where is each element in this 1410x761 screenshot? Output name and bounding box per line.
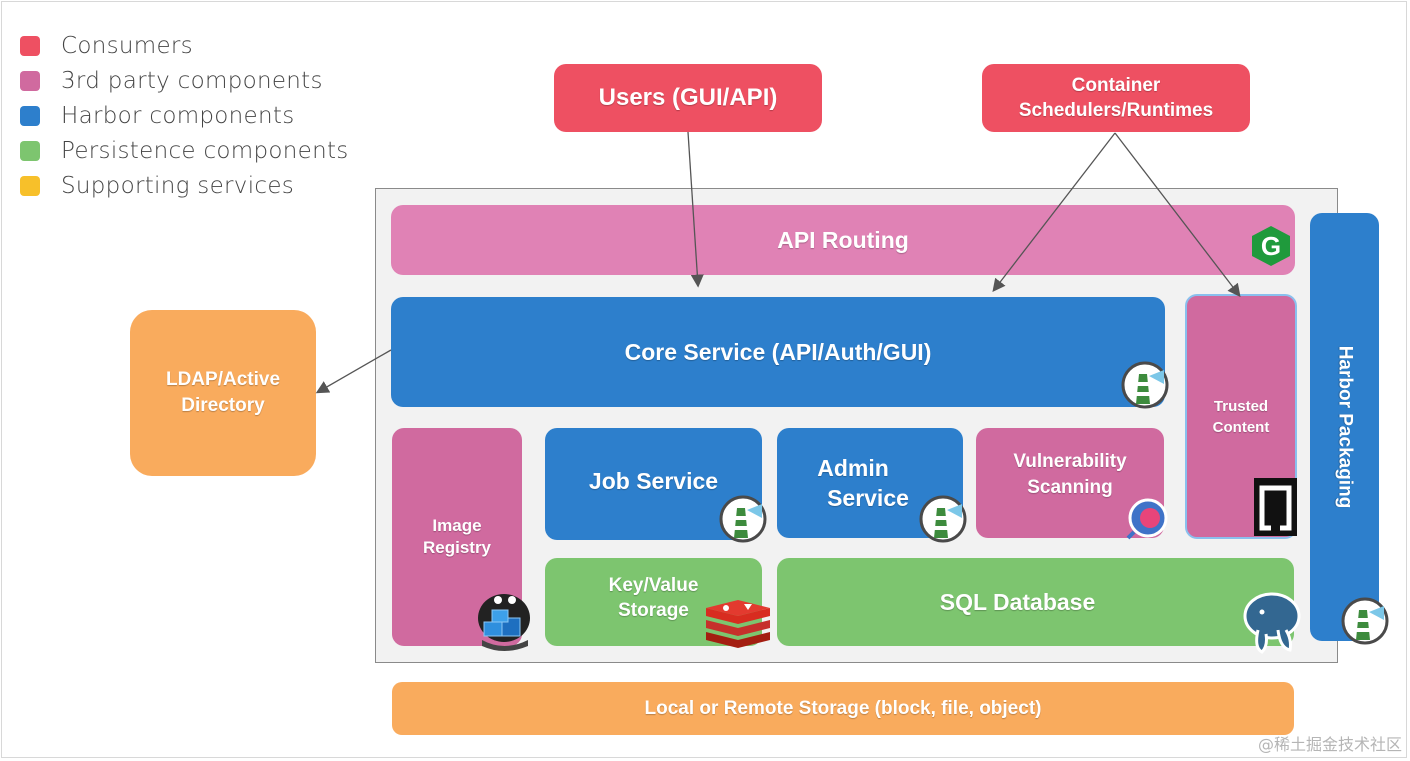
- core-service-label: Core Service (API/Auth/GUI): [624, 338, 932, 365]
- postgresql-icon: [1240, 590, 1304, 656]
- legend-swatch: [20, 175, 40, 196]
- notary-icon: [1254, 478, 1297, 536]
- legend-swatch: [20, 105, 40, 126]
- legend-label: Persistence components: [61, 137, 349, 164]
- legend-item-persistence: Persistence components: [20, 133, 349, 168]
- harbor-packaging-box: Harbor Packaging: [1310, 213, 1379, 641]
- key-value-label-line1: Key/Value: [608, 575, 699, 596]
- image-registry-label-line1: Image: [432, 516, 482, 535]
- harbor-lighthouse-icon: [1340, 596, 1390, 646]
- svg-text:G: G: [1261, 231, 1281, 261]
- arrow-container-to-trusted: [1114, 132, 1241, 298]
- job-service-label: Job Service: [588, 467, 719, 494]
- harbor-lighthouse-icon: [918, 494, 968, 544]
- core-service-box: Core Service (API/Auth/GUI): [391, 297, 1165, 407]
- legend-label: Supporting services: [61, 172, 295, 199]
- local-storage-label: Local or Remote Storage (block, file, ob…: [644, 697, 1042, 719]
- key-value-label-line2: Storage: [618, 600, 689, 621]
- trusted-label-line1: Trusted: [1213, 397, 1269, 415]
- legend: Consumers 3rd party components Harbor co…: [20, 28, 349, 203]
- trusted-content-box: Trusted Content: [1185, 294, 1297, 539]
- docker-registry-icon: [470, 588, 536, 654]
- legend-item-harbor: Harbor components: [20, 98, 349, 133]
- harbor-lighthouse-icon: [718, 494, 768, 544]
- nginx-icon: G: [1248, 224, 1294, 268]
- ldap-box: LDAP/Active Directory: [130, 310, 316, 476]
- container-label-line2: Schedulers/Runtimes: [1018, 100, 1214, 121]
- legend-label: Harbor components: [61, 102, 295, 129]
- arrow-users-to-core: [687, 131, 704, 288]
- api-routing-box: API Routing: [391, 205, 1295, 275]
- legend-swatch: [20, 70, 40, 91]
- clair-icon: [1126, 496, 1170, 540]
- legend-item-3rd-party: 3rd party components: [20, 63, 349, 98]
- arrow-core-to-ldap: [315, 349, 392, 394]
- users-box: Users (GUI/API): [554, 64, 822, 132]
- legend-item-supporting: Supporting services: [20, 168, 349, 203]
- ldap-label-line1: LDAP/Active: [165, 369, 281, 390]
- vulnerability-label-line2: Scanning: [1027, 477, 1113, 498]
- api-routing-label: API Routing: [777, 226, 909, 253]
- legend-item-consumers: Consumers: [20, 28, 349, 63]
- legend-label: 3rd party components: [61, 67, 323, 94]
- legend-swatch: [20, 140, 40, 161]
- local-remote-storage-box: Local or Remote Storage (block, file, ob…: [392, 682, 1294, 735]
- image-registry-label-line2: Registry: [422, 538, 492, 557]
- ldap-label-line2: Directory: [181, 395, 265, 416]
- users-label: Users (GUI/API): [598, 84, 778, 111]
- legend-swatch: [20, 35, 40, 56]
- vulnerability-label-line1: Vulnerability: [1013, 451, 1127, 472]
- trusted-label-line2: Content: [1212, 418, 1270, 436]
- sql-database-label: SQL Database: [939, 588, 1096, 615]
- admin-service-label-line1: Admin: [817, 455, 889, 481]
- harbor-lighthouse-icon: [1120, 360, 1170, 410]
- container-schedulers-box: Container Schedulers/Runtimes: [982, 64, 1250, 132]
- watermark: @稀土掘金技术社区: [1257, 735, 1402, 754]
- sql-database-box: SQL Database: [777, 558, 1294, 646]
- legend-label: Consumers: [61, 32, 193, 59]
- container-label-line1: Container: [1071, 75, 1161, 96]
- redis-icon: [704, 592, 772, 648]
- arrow-container-to-core: [992, 132, 1116, 293]
- admin-service-label-line2: Service: [827, 485, 909, 511]
